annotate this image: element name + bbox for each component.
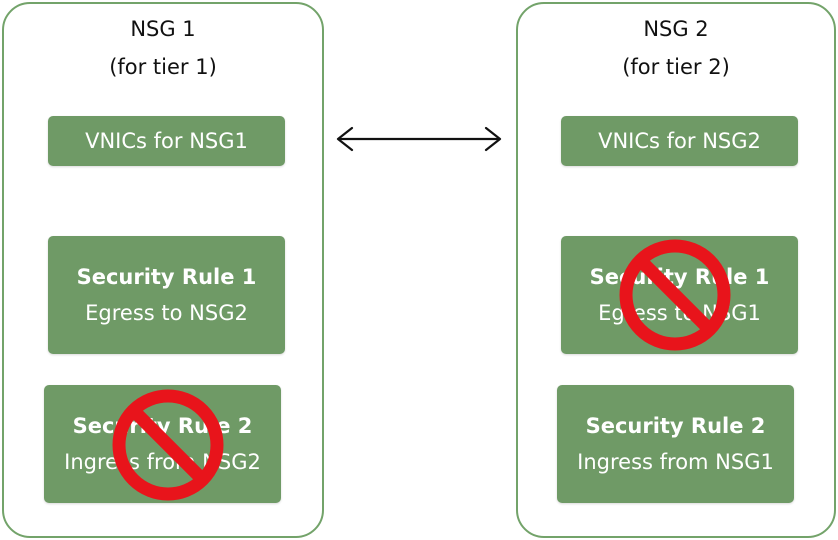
nsg2-security-rule-1: Security Rule 1 Egress to NSG1 xyxy=(561,236,798,354)
nsg1-vnics-box: VNICs for NSG1 xyxy=(48,116,285,166)
nsg2-vnics-box: VNICs for NSG2 xyxy=(561,116,798,166)
nsg1-title: NSG 1 xyxy=(130,17,196,41)
nsg2-rule2-title: Security Rule 2 xyxy=(585,414,766,438)
nsg1-vnics-label: VNICs for NSG1 xyxy=(85,129,248,153)
nsg1-security-rule-1: Security Rule 1 Egress to NSG2 xyxy=(48,236,285,354)
nsg2-rule1-title: Security Rule 1 xyxy=(589,265,770,289)
nsg1-rule2-detail: Ingress from NSG2 xyxy=(64,450,261,474)
nsg1-security-rule-2: Security Rule 2 Ingress from NSG2 xyxy=(44,385,281,503)
nsg1-rule2-title: Security Rule 2 xyxy=(72,414,253,438)
double-arrow-icon xyxy=(336,126,502,152)
nsg2-security-rule-2: Security Rule 2 Ingress from NSG1 xyxy=(557,385,794,503)
nsg1-rule1-detail: Egress to NSG2 xyxy=(85,301,248,325)
nsg2-rule2-detail: Ingress from NSG1 xyxy=(577,450,774,474)
nsg2-title: NSG 2 xyxy=(643,17,709,41)
nsg1-rule1-title: Security Rule 1 xyxy=(76,265,257,289)
nsg2-subtitle: (for tier 2) xyxy=(622,55,730,79)
nsg2-rule1-detail: Egress to NSG1 xyxy=(598,301,761,325)
nsg2-vnics-label: VNICs for NSG2 xyxy=(598,129,761,153)
nsg1-subtitle: (for tier 1) xyxy=(109,55,217,79)
